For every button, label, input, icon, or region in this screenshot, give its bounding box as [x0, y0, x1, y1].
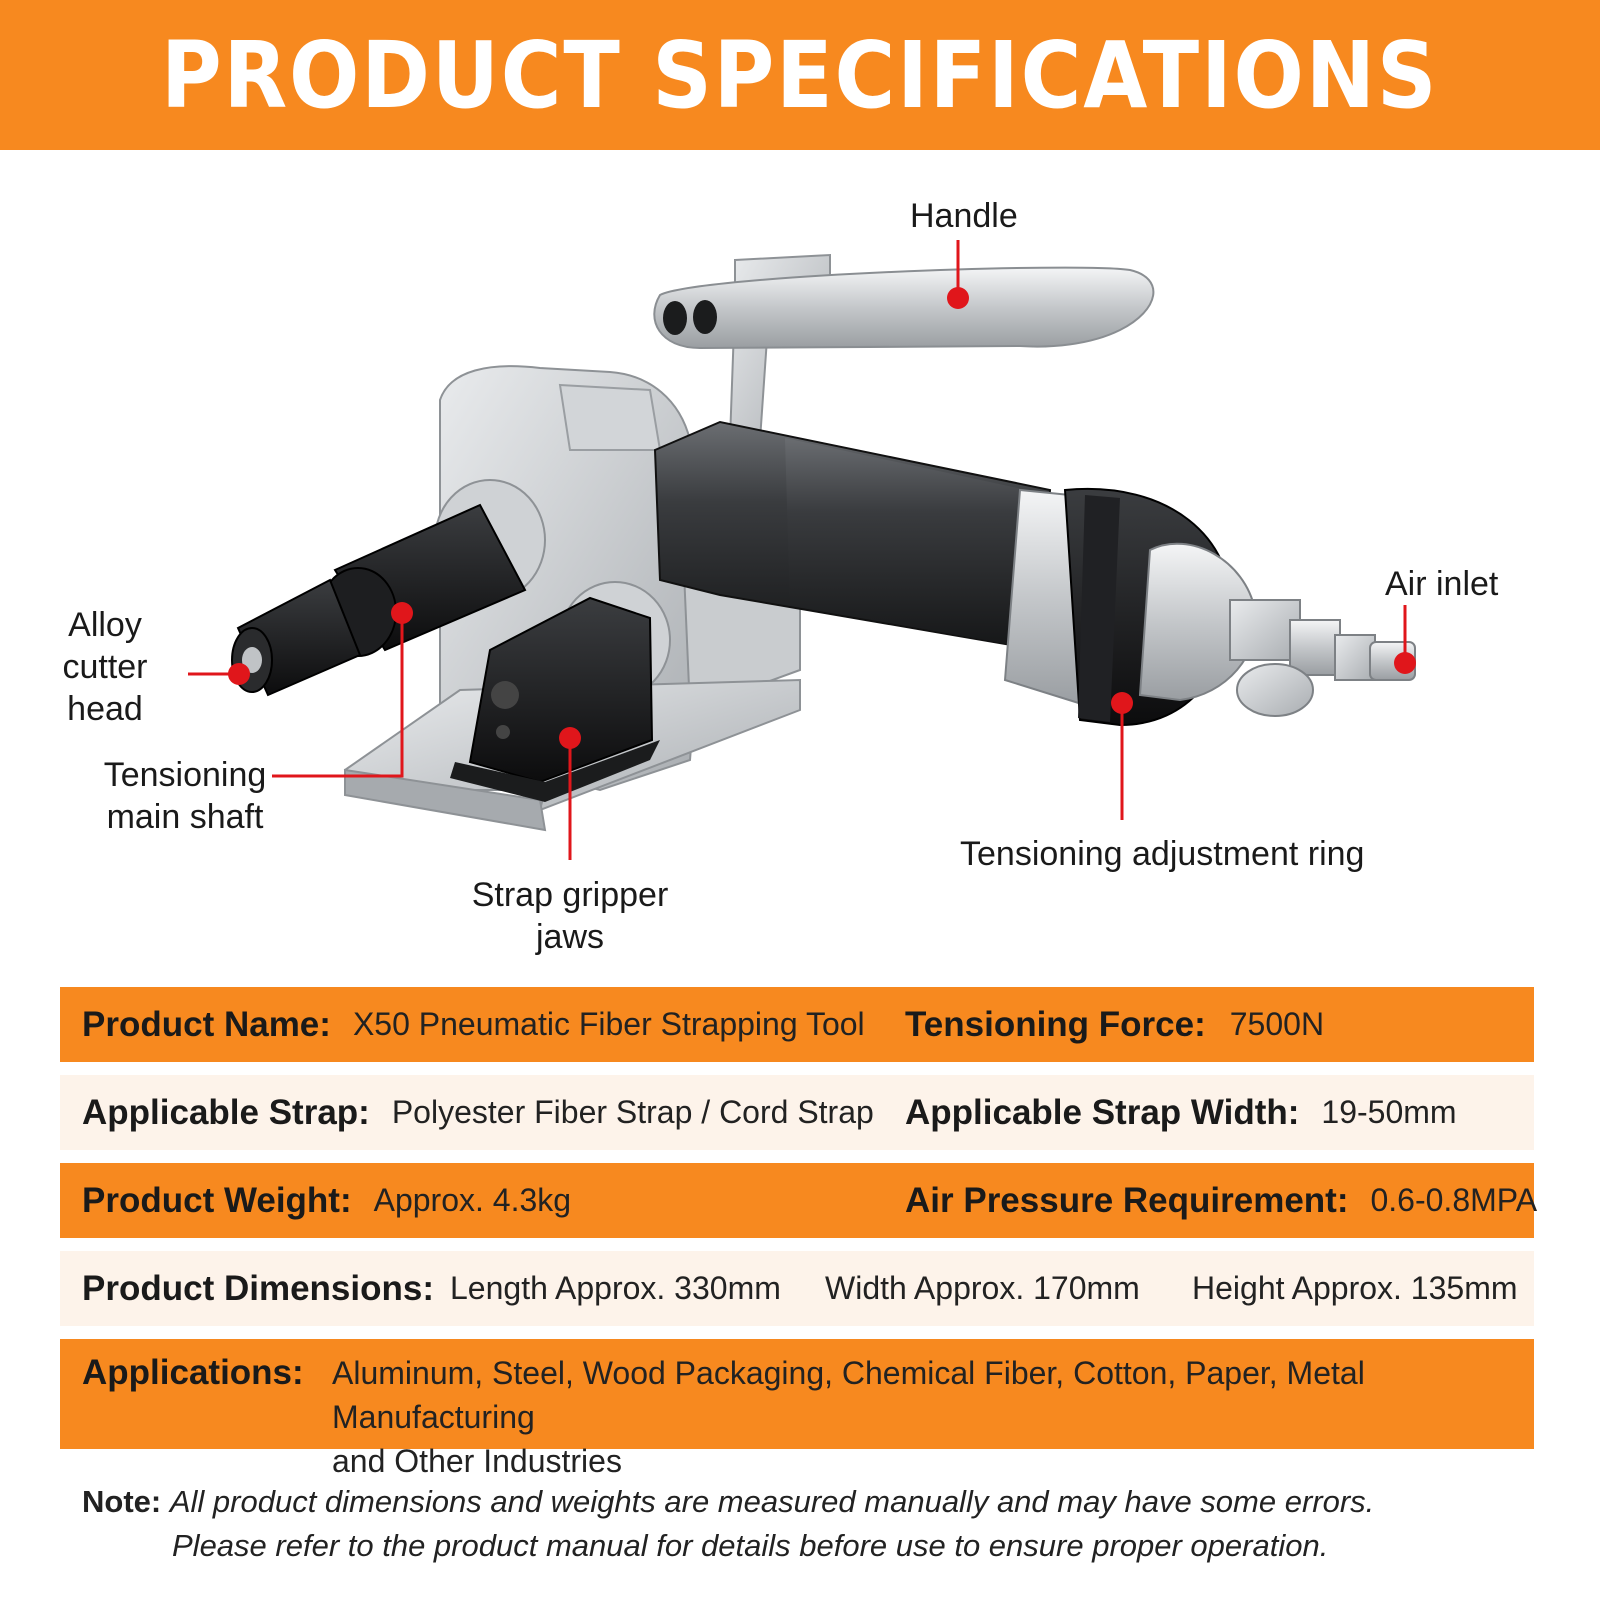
- note-line-2: Please refer to the product manual for d…: [172, 1528, 1329, 1563]
- callout-pointers: [188, 240, 1416, 860]
- title-banner: PRODUCT SPECIFICATIONS: [0, 0, 1600, 150]
- handle-part: [653, 253, 1155, 441]
- applicable-strap-value: Polyester Fiber Strap / Cord Strap: [391, 1094, 874, 1130]
- strap-width-value: 19-50mm: [1321, 1094, 1457, 1130]
- product-weight-value: Approx. 4.3kg: [373, 1182, 572, 1218]
- tool-illustration: [188, 240, 1416, 860]
- spec-row-dimensions: Product Dimensions: Length Approx. 330mm…: [60, 1251, 1534, 1326]
- tensioning-force-value: 7500N: [1229, 1006, 1325, 1042]
- air-pressure-value: 0.6-0.8MPA: [1370, 1182, 1538, 1218]
- footnote: Note: All product dimensions and weights…: [82, 1480, 1562, 1568]
- product-name-label: Product Name:: [82, 1004, 331, 1044]
- callout-air-inlet: Air inlet: [1385, 565, 1499, 603]
- product-name-value: X50 Pneumatic Fiber Strapping Tool: [352, 1006, 865, 1042]
- motor-cylinder: [653, 420, 1232, 727]
- callout-tensioning-main-shaft: Tensioning main shaft: [103, 756, 267, 836]
- spec-row-name: Product Name: X50 Pneumatic Fiber Strapp…: [60, 987, 1534, 1062]
- spec-row-weight: Product Weight: Approx. 4.3kg Air Pressu…: [60, 1163, 1538, 1238]
- callout-strap-gripper-jaws: Strap gripper jaws: [471, 876, 669, 956]
- dimension-length: Length Approx. 330mm: [450, 1270, 781, 1306]
- strap-width-label: Applicable Strap Width:: [905, 1092, 1300, 1132]
- product-weight-label: Product Weight:: [82, 1180, 352, 1220]
- product-dimensions-label: Product Dimensions:: [82, 1268, 434, 1308]
- applications-line-2: and Other Industries: [332, 1443, 622, 1479]
- tensioning-force-label: Tensioning Force:: [905, 1004, 1206, 1044]
- note-line-1: All product dimensions and weights are m…: [169, 1484, 1375, 1519]
- callout-alloy-cutter-head: Alloy cutter head: [62, 606, 148, 728]
- callout-handle: Handle: [910, 197, 1018, 235]
- page-title: PRODUCT SPECIFICATIONS: [161, 21, 1439, 129]
- applicable-strap-label: Applicable Strap:: [82, 1092, 370, 1132]
- dimension-width: Width Approx. 170mm: [825, 1270, 1140, 1306]
- gripper-block: [450, 581, 671, 802]
- applications-label: Applications:: [82, 1353, 304, 1392]
- callout-tensioning-adjustment-ring: Tensioning adjustment ring: [960, 835, 1365, 873]
- spec-row-strap: Applicable Strap: Polyester Fiber Strap …: [60, 1075, 1534, 1150]
- dimension-height: Height Approx. 135mm: [1192, 1270, 1518, 1306]
- air-pressure-label: Air Pressure Requirement:: [905, 1180, 1349, 1220]
- applications-line-1: Aluminum, Steel, Wood Packaging, Chemica…: [332, 1355, 1365, 1435]
- air-fitting: [1138, 542, 1416, 717]
- spec-row-applications: Applications: Aluminum, Steel, Wood Pack…: [60, 1339, 1534, 1479]
- product-diagram: Handle Air inlet Alloy cutter head Tensi…: [0, 150, 1600, 980]
- note-label: Note:: [82, 1484, 162, 1519]
